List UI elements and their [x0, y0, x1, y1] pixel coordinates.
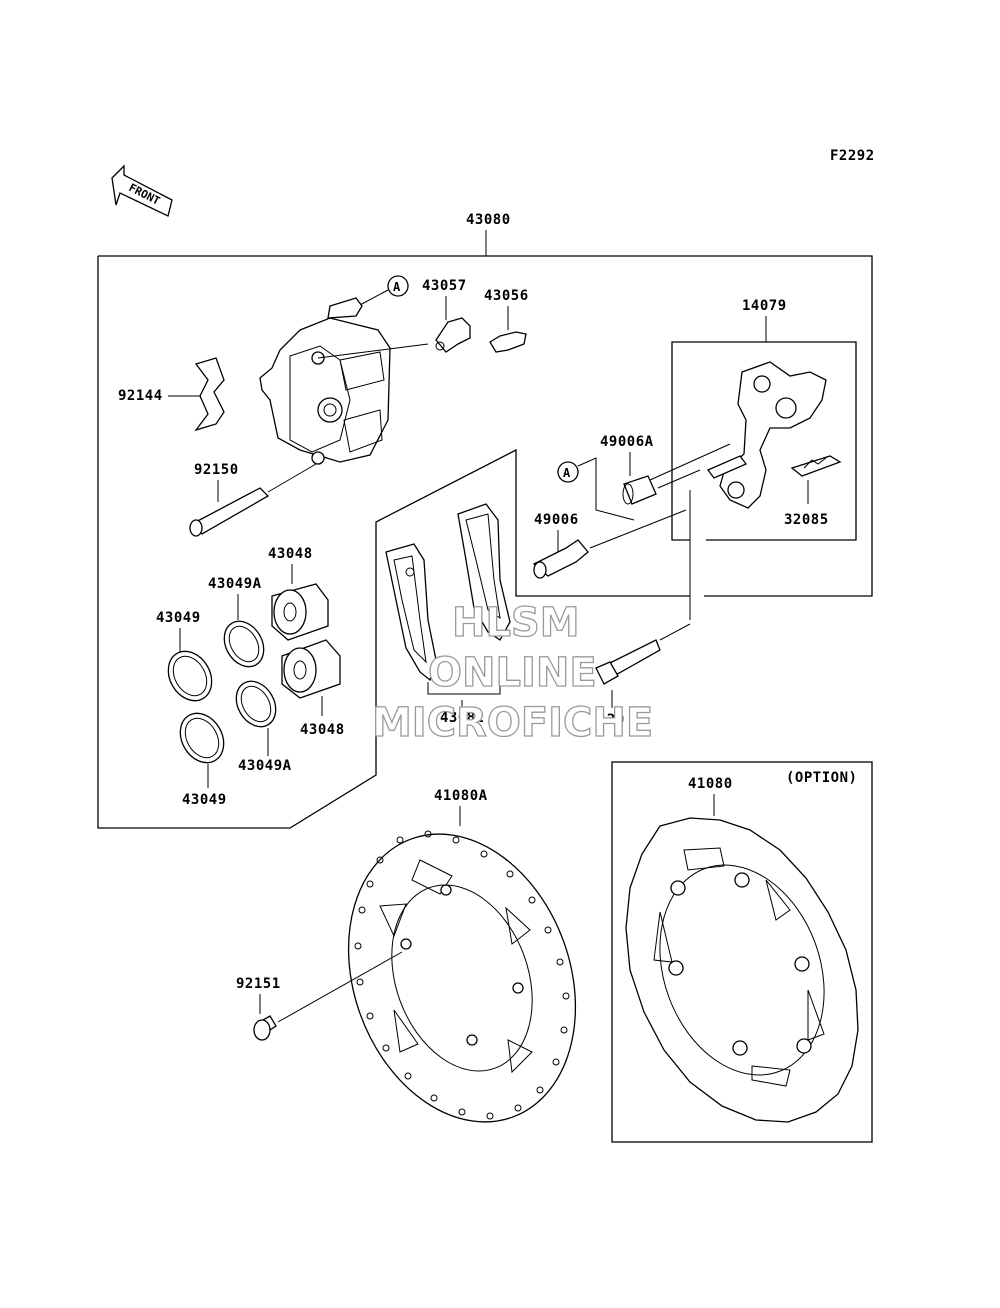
svg-text:MICROFICHE: MICROFICHE	[372, 700, 653, 746]
svg-text:14079: 14079	[742, 298, 787, 314]
part-49006: 49006	[532, 509, 687, 579]
svg-text:A: A	[563, 466, 571, 480]
part-43057: 43057	[422, 278, 471, 353]
part-49006a: 49006A	[600, 434, 701, 505]
part-43082: 43082	[385, 503, 511, 726]
svg-text:92144: 92144	[118, 388, 163, 404]
svg-text:120: 120	[598, 712, 625, 728]
svg-text:43049A: 43049A	[238, 758, 292, 774]
svg-text:43049A: 43049A	[208, 576, 262, 592]
svg-text:49006A: 49006A	[600, 434, 654, 450]
figure-code: F2292	[830, 148, 875, 164]
svg-text:49006: 49006	[534, 512, 579, 528]
svg-text:A: A	[393, 280, 401, 294]
svg-text:43056: 43056	[484, 288, 529, 304]
ref-mark-a-bottom: A	[557, 457, 635, 521]
part-41080a-disc: 41080A	[347, 788, 577, 1123]
svg-text:92151: 92151	[236, 976, 281, 992]
svg-text:32085: 32085	[784, 512, 829, 528]
svg-text:43049: 43049	[182, 792, 227, 808]
part-43048-bottom: 43048	[281, 639, 345, 738]
part-43049a-bottom: 43049A	[235, 680, 292, 774]
part-43049a-top: 43049A	[208, 576, 265, 668]
front-arrow-icon: FRONT	[111, 164, 173, 217]
part-43049-top: 43049	[156, 610, 213, 702]
svg-text:HLSM: HLSM	[452, 600, 580, 646]
part-43056: 43056	[484, 288, 529, 353]
part-92150: 92150	[189, 462, 317, 537]
svg-text:43048: 43048	[268, 546, 313, 562]
svg-text:41080: 41080	[688, 776, 733, 792]
caliper-assembly-box: 43080	[97, 212, 873, 829]
part-32085: 32085	[784, 455, 842, 528]
svg-text:ONLINE: ONLINE	[428, 650, 597, 696]
caliper-body	[259, 297, 429, 465]
svg-text:92150: 92150	[194, 462, 239, 478]
option-box-41080: (OPTION) 41080	[611, 761, 873, 1143]
svg-text:43057: 43057	[422, 278, 467, 294]
ref-mark-a-top: A	[359, 275, 409, 306]
svg-text:43048: 43048	[300, 722, 345, 738]
svg-text:43049: 43049	[156, 610, 201, 626]
part-92151: 92151	[236, 951, 403, 1041]
part-92144: 92144	[118, 357, 225, 432]
option-label: (OPTION)	[786, 770, 857, 786]
bracket-box-14079: 14079	[649, 298, 857, 541]
part-43048-top: 43048	[268, 546, 329, 641]
svg-text:41080A: 41080A	[434, 788, 488, 804]
watermark: HLSM ONLINE MICROFICHE	[371, 599, 654, 746]
part-120: 120	[595, 490, 691, 728]
svg-text:43082: 43082	[440, 710, 485, 726]
part-label-43080: 43080	[466, 212, 511, 228]
part-43049-bottom: 43049	[179, 712, 227, 808]
